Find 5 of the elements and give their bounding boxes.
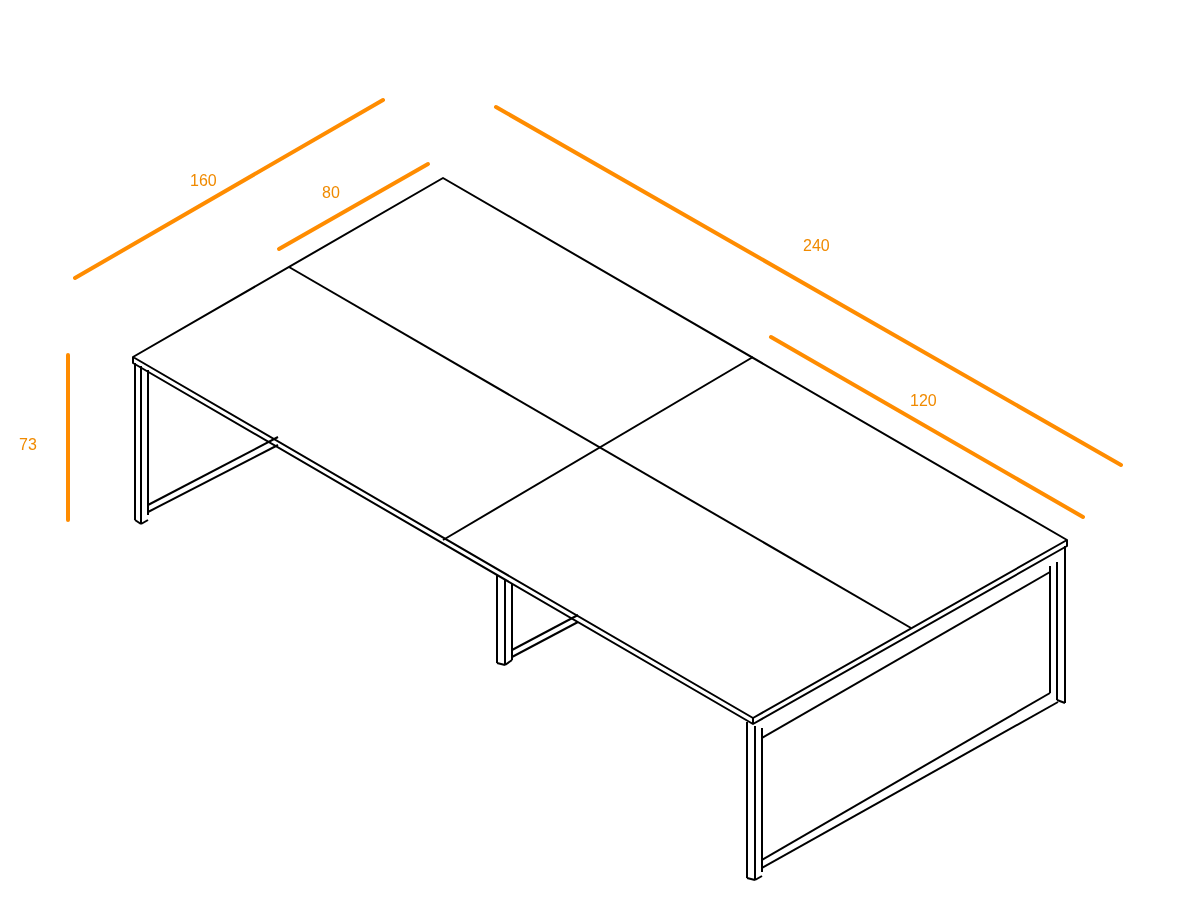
dimension-label: 80: [322, 184, 340, 202]
dimension-label: 120: [910, 392, 937, 410]
dimension-label: 160: [190, 172, 217, 190]
dimension-label: 73: [19, 436, 37, 454]
dimension-label: 240: [803, 237, 830, 255]
